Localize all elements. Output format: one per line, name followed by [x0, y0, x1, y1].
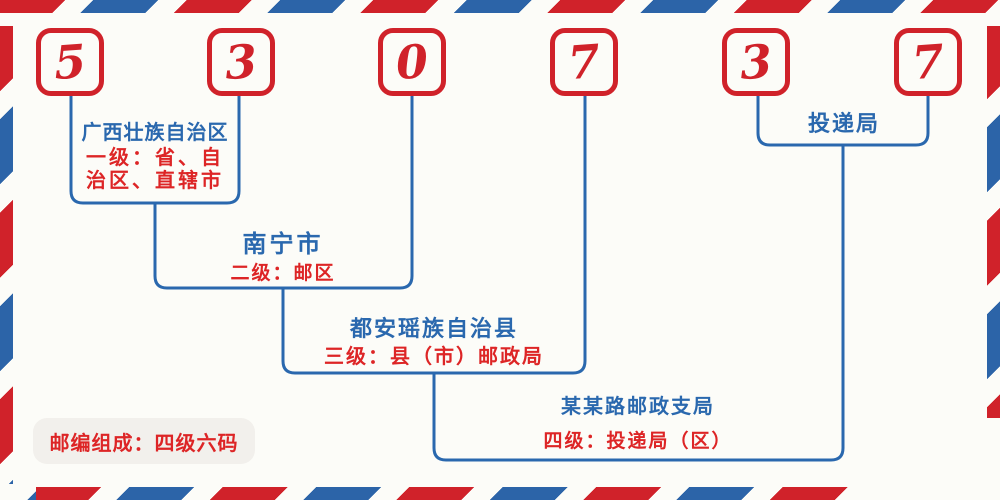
- composition-badge-text: 邮编组成：四级六码: [49, 430, 239, 455]
- level2-description: 二级：邮区: [230, 262, 336, 284]
- postal-digit-box-1: 5: [36, 28, 104, 96]
- airmail-border-left: [0, 26, 13, 484]
- level3-county-name: 都安瑶族自治县: [349, 317, 519, 342]
- composition-badge: 邮编组成：四级六码: [33, 418, 255, 464]
- level1-description-line2: 治区、直辖市: [86, 168, 224, 192]
- level1-region-name: 广西壮族自治区: [81, 120, 229, 144]
- delivery-bracket: [756, 96, 930, 147]
- level2-city-name: 南宁市: [242, 230, 324, 258]
- postal-digit-box-5: 3: [722, 28, 790, 96]
- postal-digit-2: 3: [223, 33, 259, 91]
- airmail-border-right: [987, 26, 1000, 418]
- postal-digit-box-6: 7: [894, 28, 962, 96]
- postal-digit-3: 0: [394, 33, 430, 91]
- level4-branch-name: 某某路邮政支局: [561, 394, 715, 418]
- level3-description: 三级：县（市）邮政局: [324, 344, 544, 368]
- postal-digit-6: 7: [910, 33, 946, 91]
- postal-digit-box-4: 7: [550, 28, 618, 96]
- postal-digit-1: 5: [52, 33, 88, 91]
- level4-description: 四级：投递局（区）: [543, 430, 733, 452]
- airmail-border-bottom: [22, 487, 858, 500]
- postal-digit-box-3: 0: [378, 28, 446, 96]
- level1-description: 一级：省、自 治区、直辖市: [86, 146, 224, 192]
- level4-bracket: [432, 145, 845, 462]
- airmail-border-top: [0, 0, 1000, 13]
- level1-description-line1: 一级：省、自: [86, 145, 224, 169]
- postal-digit-4: 7: [566, 33, 602, 91]
- postal-digit-box-2: 3: [207, 28, 275, 96]
- postal-digit-5: 3: [738, 33, 774, 91]
- delivery-office-label: 投递局: [807, 112, 881, 137]
